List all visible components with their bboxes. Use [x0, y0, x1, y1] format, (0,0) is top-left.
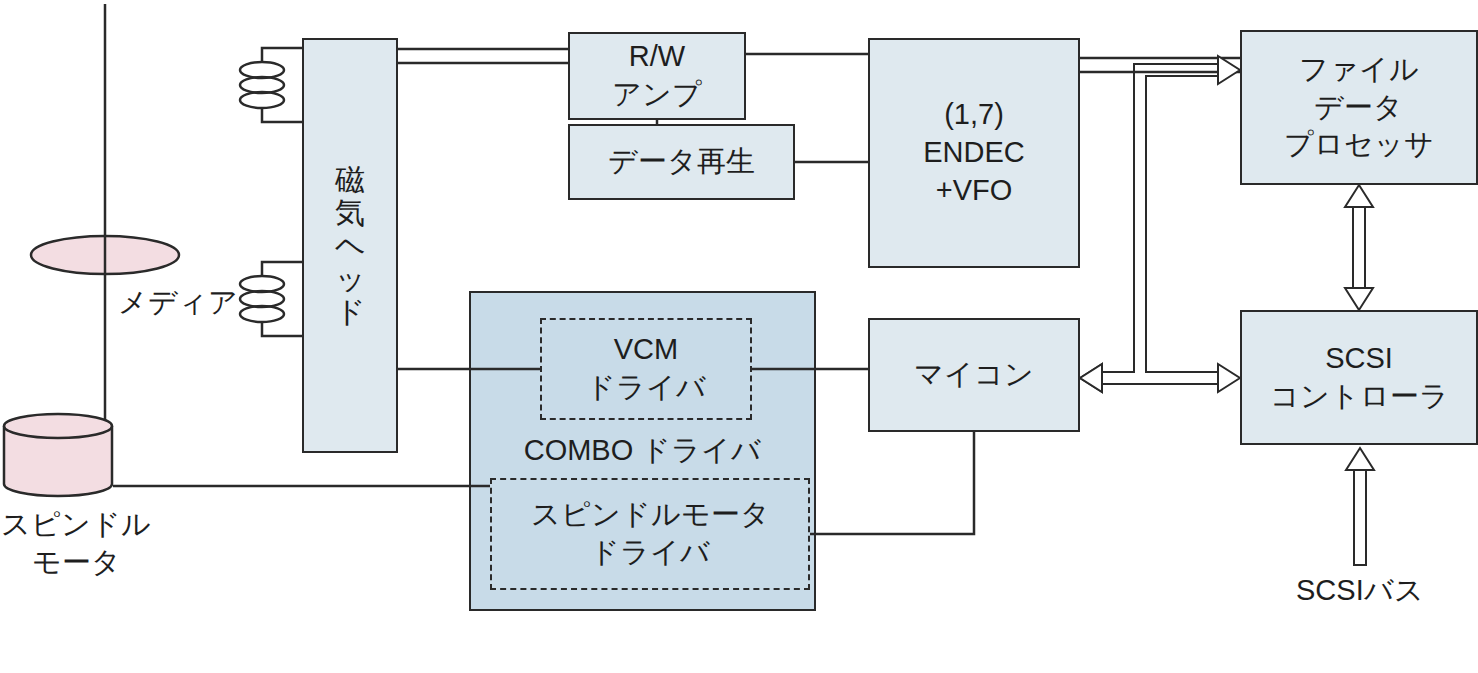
arrow-head [1345, 185, 1373, 207]
arrow-head [1218, 56, 1240, 84]
arrow-head [1080, 364, 1102, 392]
signal-line [1080, 71, 1240, 74]
signal-line [752, 368, 868, 371]
media-disk [31, 236, 179, 274]
node-label: VCM ドライバ [581, 331, 712, 406]
signal-line [398, 48, 568, 51]
amp-box: R/W アンプ [568, 32, 746, 120]
part-label: メディア [118, 284, 238, 322]
arrow-head [1218, 364, 1240, 392]
signal-line [810, 432, 974, 534]
node-label: マイコン [914, 356, 1034, 394]
signal-line [1080, 57, 1240, 60]
head-box: 磁気ヘッド [302, 38, 398, 453]
scsi-controller-box: SCSI コントローラ [1240, 310, 1478, 445]
group-fill [470, 292, 815, 610]
bus-connector [1098, 70, 1222, 378]
processor-box: ファイル データ プロセッサ [1240, 30, 1478, 185]
head-coil [240, 262, 302, 336]
signal-line [795, 161, 868, 164]
vcm-driver-box: VCM ドライバ [540, 318, 752, 420]
bus-arrow [1346, 448, 1374, 566]
node-label: 磁気ヘッド [335, 163, 365, 328]
spindle-driver-box: スピンドルモータ ドライバ [490, 478, 810, 590]
bus-connector [1098, 373, 1222, 383]
node-label: ファイル データ プロセッサ [1278, 51, 1440, 164]
spindle-shaft [104, 4, 107, 420]
bus-connector [1354, 203, 1364, 292]
process-box: データ再生 [568, 124, 795, 200]
node-label: SCSI コントローラ [1265, 340, 1454, 415]
spindle-motor-body [4, 414, 112, 496]
node-label: R/W アンプ [609, 38, 705, 113]
part-label: スピンドル モータ [1, 506, 151, 581]
bus-connector [1098, 371, 1222, 385]
signal-line [113, 485, 490, 488]
node-label: データ再生 [608, 143, 755, 181]
spindle-shaft [104, 236, 107, 274]
node-label: (1,7) ENDEC +VFO [916, 96, 1032, 209]
arrow-head [1080, 364, 1102, 392]
bus-connector [1098, 70, 1222, 378]
part-label: SCSIバス [1296, 572, 1424, 610]
head-coil [240, 48, 302, 122]
signal-line [746, 53, 868, 56]
arrow-head [1345, 288, 1373, 310]
node-label: COMBO ドライバ [524, 432, 762, 470]
microcontroller-box: マイコン [868, 318, 1080, 432]
signal-line [398, 368, 540, 371]
endec-box: (1,7) ENDEC +VFO [868, 38, 1080, 268]
node-label: スピンドルモータ ドライバ [527, 496, 774, 571]
combo-driver-group: COMBO ドライバ VCM ドライバスピンドルモータ ドライバ [470, 292, 815, 610]
bus-connector [1352, 203, 1366, 292]
signal-line [398, 62, 568, 65]
spindle-motor: スピンドル モータ [3, 414, 113, 498]
